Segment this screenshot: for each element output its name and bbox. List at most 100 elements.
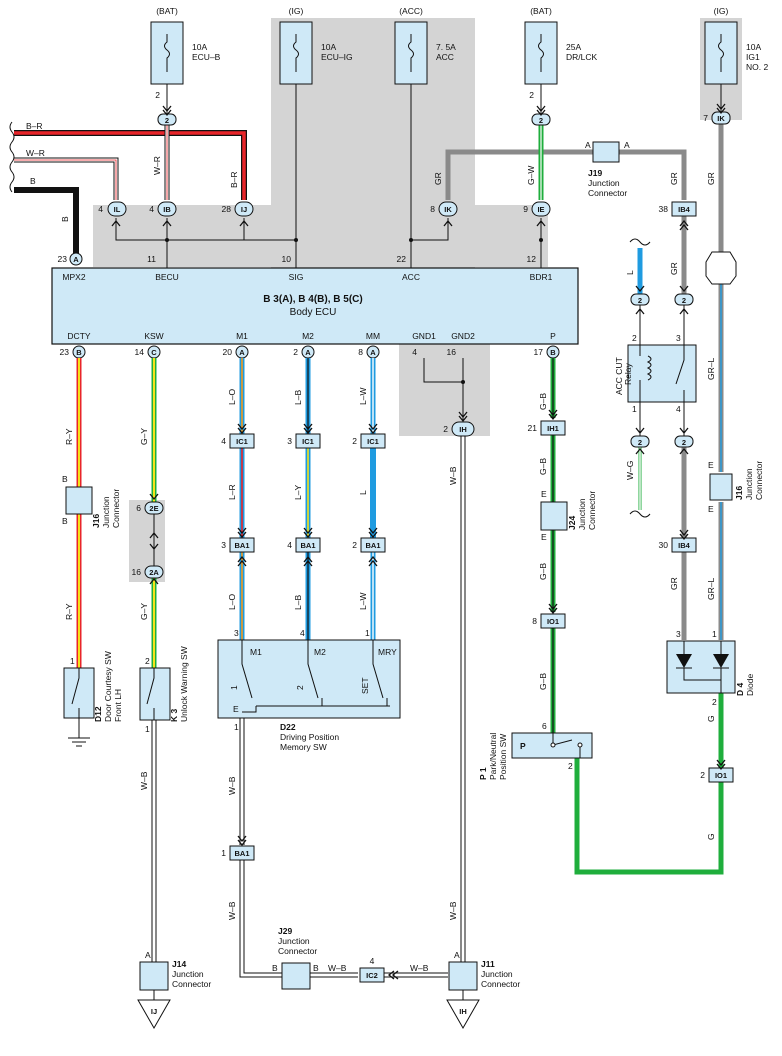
svg-text:30: 30 [659, 540, 669, 550]
diode-d4: 3 1 2 D 4 Diode [666, 629, 755, 707]
svg-text:A: A [370, 348, 376, 357]
svg-text:21: 21 [528, 423, 538, 433]
ecu-term-p: P [550, 331, 556, 341]
svg-text:Connector: Connector [278, 946, 317, 956]
svg-text:G–Y: G–Y [139, 428, 149, 445]
junction-j19: A A J19 Junction Connector [585, 140, 630, 198]
fuse-ecu-ig: (IG) 10A ECU–IG [279, 6, 353, 240]
svg-text:IC1: IC1 [302, 437, 314, 446]
svg-text:IJ: IJ [241, 205, 247, 214]
ecu-term-gnd2: GND2 [451, 331, 475, 341]
svg-text:2: 2 [155, 90, 160, 100]
body-ecu: B 3(A), B 4(B), B 5(C) Body ECU MPX2 BEC… [51, 267, 579, 345]
switch-d12: 1 D12 Door Courtesy SW Front LH [63, 651, 123, 747]
svg-text:2E: 2E [149, 504, 158, 513]
svg-text:BA1: BA1 [234, 849, 249, 858]
svg-text:1: 1 [229, 685, 239, 690]
ecu-term-m2: M2 [302, 331, 314, 341]
conn-top-ib: IB 4 [149, 201, 177, 217]
svg-text:4: 4 [287, 540, 292, 550]
svg-text:(BAT): (BAT) [530, 6, 552, 16]
right-section [574, 216, 737, 875]
svg-text:11: 11 [147, 254, 156, 264]
svg-text:GR–L: GR–L [706, 578, 716, 600]
svg-text:10: 10 [282, 254, 292, 264]
svg-text:ECU–IG: ECU–IG [321, 52, 353, 62]
ecu-term-bdr1: BDR1 [530, 272, 553, 282]
svg-text:2: 2 [700, 770, 705, 780]
svg-text:B: B [272, 963, 278, 973]
svg-text:M2: M2 [314, 647, 326, 657]
svg-text:L–O: L–O [227, 594, 237, 610]
svg-text:2: 2 [145, 656, 150, 666]
svg-text:B: B [62, 516, 68, 526]
junction-j29: B B J29 Junction Connector [272, 926, 319, 990]
svg-text:3: 3 [676, 333, 681, 343]
junction-j24: E E J24 Junction Connector [540, 489, 597, 542]
wire-labels-top: B–R W–R B B W–R B–R GR G–W GR GR [26, 121, 716, 222]
ecu-term-sig: SIG [289, 272, 304, 282]
switch-p1: P 6 2 P 1 Park/Neutral Position SW [478, 721, 593, 780]
svg-text:8: 8 [532, 616, 537, 626]
svg-text:G–B: G–B [538, 458, 548, 475]
svg-text:R–Y: R–Y [64, 603, 74, 620]
fuse-ig1-no2: (IG) 10A IG1 NO. 2 [704, 6, 768, 114]
svg-text:R–Y: R–Y [64, 428, 74, 445]
svg-text:2: 2 [632, 333, 637, 343]
svg-text:A: A [145, 950, 151, 960]
ecu-term-mpx2: MPX2 [62, 272, 85, 282]
svg-text:L–W: L–W [358, 593, 368, 610]
svg-text:2: 2 [352, 540, 357, 550]
svg-text:1: 1 [365, 628, 370, 638]
wire-breaks [9, 121, 651, 518]
fuses: (BAT) 10A ECU–B 2 (IG) 10A ECU–IG (ACC) … [150, 6, 768, 268]
fuse-dr-lck: (BAT) 25A DR/LCK 2 [524, 6, 598, 114]
ecu-term-gnd1: GND1 [412, 331, 436, 341]
svg-text:Junction: Junction [172, 969, 204, 979]
svg-text:IH: IH [459, 1007, 467, 1016]
svg-text:IC1: IC1 [236, 437, 248, 446]
svg-text:BA1: BA1 [365, 541, 380, 550]
svg-text:Park/Neutral: Park/Neutral [488, 733, 498, 780]
svg-text:IG1: IG1 [746, 52, 760, 62]
svg-text:4: 4 [412, 347, 417, 357]
svg-text:(IG): (IG) [289, 6, 304, 16]
conn-top-a: A23 [58, 252, 83, 266]
ecu-term-dcty: DCTY [67, 331, 90, 341]
svg-text:6: 6 [542, 721, 547, 731]
fuse-conn-ik: IK7 [703, 111, 731, 125]
svg-text:10A: 10A [192, 42, 207, 52]
svg-text:K 3: K 3 [169, 709, 179, 723]
svg-text:J14: J14 [172, 959, 186, 969]
svg-text:GR: GR [433, 172, 443, 185]
svg-text:E: E [708, 460, 714, 470]
svg-text:NO. 2: NO. 2 [746, 62, 768, 72]
junction-j11: A J11 Junction Connector IH [446, 950, 520, 1030]
svg-text:4: 4 [149, 204, 154, 214]
svg-text:8: 8 [430, 204, 435, 214]
svg-text:3: 3 [676, 629, 681, 639]
junction-j16-left: B B J16 Junction Connector [62, 474, 121, 528]
svg-text:W–B: W–B [448, 466, 458, 485]
conn-top-ie: IE9 [523, 201, 551, 217]
svg-text:IB: IB [163, 205, 171, 214]
svg-text:ECU–B: ECU–B [192, 52, 221, 62]
fuse-ecu-b: (BAT) 10A ECU–B 2 [150, 6, 221, 114]
svg-text:J29: J29 [278, 926, 292, 936]
svg-text:M1: M1 [250, 647, 262, 657]
svg-text:10A: 10A [321, 42, 336, 52]
svg-text:Connector: Connector [481, 979, 520, 989]
right-labels: L GR GR–L W–G GR GR–L G G [625, 262, 716, 840]
svg-text:20: 20 [223, 347, 233, 357]
conn-top-il: IL4 [98, 201, 127, 217]
wires-bottom [76, 358, 556, 978]
svg-text:W–B: W–B [448, 901, 458, 920]
ecu-term-becu: BECU [155, 272, 179, 282]
svg-text:Connector: Connector [172, 979, 211, 989]
svg-text:2: 2 [293, 347, 298, 357]
svg-text:2: 2 [638, 438, 642, 447]
svg-text:GR: GR [669, 172, 679, 185]
svg-text:B: B [550, 348, 556, 357]
svg-text:4: 4 [370, 956, 375, 966]
